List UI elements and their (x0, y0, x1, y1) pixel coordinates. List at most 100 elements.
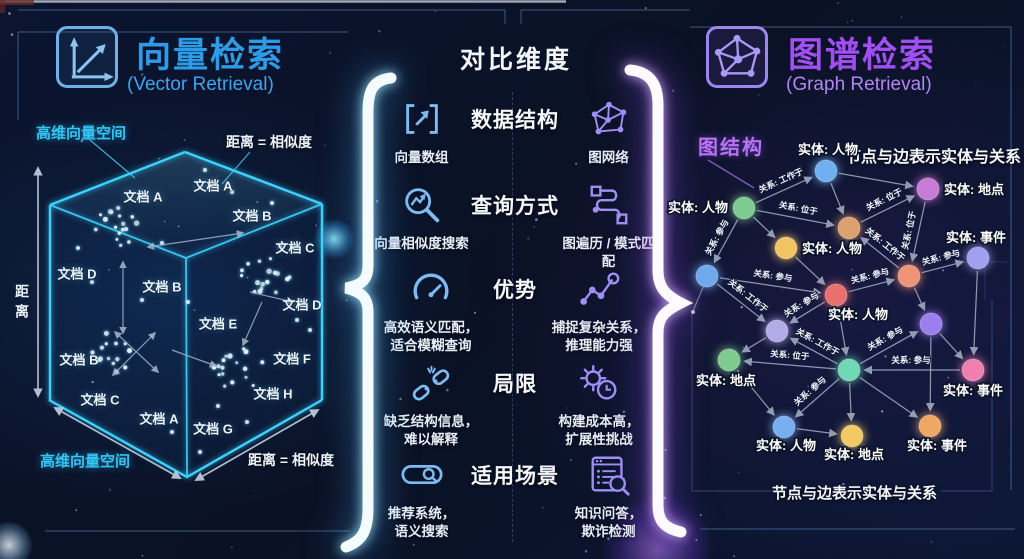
comparison-item-label: 知识问答， 欺诈检测 (574, 506, 643, 539)
graph-node (732, 196, 756, 220)
left-panel-title: 向量检索 (136, 36, 285, 75)
edge-relation-label: 关系: 位于 (778, 200, 819, 217)
graph-edge (796, 428, 838, 438)
graph-edge (859, 330, 919, 365)
broken-chain-icon (408, 360, 454, 406)
graph-network-icon (586, 96, 632, 142)
comparison-item-label: 图网络 (588, 150, 629, 165)
graph-edge (719, 277, 822, 297)
comparison-item-label: 推荐系统， 语义搜索 (387, 506, 456, 539)
comparison-item-label: 捕捉复杂关系， 推理能力强 (551, 320, 647, 353)
graph-edge (752, 216, 776, 239)
graph-caption-bottom: 节点与边表示实体与关系 (772, 485, 938, 502)
comparison-row: 推荐系统， 语义搜索适用场景知识问答， 欺诈检测 (372, 452, 658, 540)
comparison-item-label: 缺乏结构信息， 难以解释 (383, 414, 479, 447)
comparison-row: 向量相似度搜索 查询方式图遍历 / 模式匹配 (372, 182, 658, 270)
graph-node (695, 264, 719, 288)
graph-node (918, 414, 942, 438)
comparison-row: 高效语义匹配， 适合模糊查询优势捕捉复杂关系， 推理能力强 (372, 266, 658, 354)
graph-edge (716, 283, 766, 323)
graph-node (961, 358, 985, 382)
axes-arrows-icon (69, 37, 114, 82)
graph-node (814, 159, 838, 183)
graph-edge (795, 256, 826, 286)
dimension-label: 数据结构 (471, 109, 559, 132)
edge-relation-label: 关系: 参与 (782, 290, 821, 319)
comparison-item-label: 向量相似度搜索 (374, 236, 469, 251)
right-panel-subtitle: (Graph Retrieval) (786, 74, 932, 95)
comparison-item-label: 向量数组 (394, 150, 449, 165)
relation-nodes-icon (576, 266, 622, 312)
graph-edge (969, 270, 979, 356)
comparison-item-label: 高效语义匹配， 适合模糊查询 (383, 320, 479, 353)
entity-label: 实体: 事件 (946, 230, 1006, 245)
graph-node (837, 358, 861, 382)
graph-edge (794, 378, 840, 418)
graph-edge (860, 236, 900, 269)
entity-label: 实体: 事件 (907, 438, 967, 453)
comparison-title: 对比维度 (459, 46, 572, 74)
right-panel-title: 图谱检索 (788, 36, 937, 75)
graph-edge (860, 195, 916, 223)
comparison-row: 向量数组 数据结构图网络 (372, 96, 658, 167)
edge-relation-label: 关系: 位于 (864, 186, 904, 213)
graph-edge (743, 357, 837, 370)
comparison-row: 缺乏结构信息， 难以解释局限构建成本高， 扩展性挑战 (372, 360, 658, 448)
graph-edge (846, 382, 856, 422)
graph-node (966, 246, 990, 270)
entity-label: 实体: 人物 (668, 200, 728, 215)
graph-retrieval-icon (706, 26, 768, 88)
graph-edge (741, 337, 767, 353)
dimension-label: 适用场景 (471, 465, 559, 488)
entity-label: 实体: 人物 (798, 142, 858, 157)
graph-node (897, 264, 921, 288)
graph-edge (713, 219, 739, 264)
entity-label: 实体: 地点 (944, 182, 1004, 197)
vector-array-icon (399, 96, 445, 142)
graph-edge (838, 172, 914, 190)
graph-edge (913, 287, 926, 312)
graph-edge (925, 336, 935, 412)
graph-edge (848, 277, 896, 293)
graph-node (774, 236, 798, 260)
comparison-item-label: 图遍历 / 模式匹配 (562, 236, 655, 269)
graph-edge (909, 201, 926, 263)
edge-relation-label: 关系: 位于 (900, 210, 918, 251)
graph-edge (755, 176, 813, 204)
distance-label-top: 距离 = 相似度 (226, 134, 312, 150)
graph-node (824, 283, 848, 307)
edge-relation-label: 关系: 参与 (753, 268, 793, 284)
entity-label: 实体: 地点 (696, 373, 756, 388)
graph-node (765, 319, 789, 343)
similarity-search-icon (399, 182, 445, 228)
entity-label: 实体: 事件 (943, 383, 1003, 398)
dimension-label: 查询方式 (471, 195, 559, 218)
graph-edge (837, 307, 850, 356)
doc-search-icon (586, 452, 632, 498)
graph-edge (756, 209, 836, 228)
dimension-label: 局限 (493, 373, 537, 396)
edge-relation-label: 关系: 工作于 (757, 166, 805, 195)
graph-node (916, 177, 940, 201)
graph-node (919, 312, 943, 336)
graph-edge (939, 333, 964, 360)
edge-relation-label: 关系: 参与 (703, 218, 731, 257)
distance-axis-label: 距离 (14, 284, 30, 324)
gear-clock-icon (576, 360, 622, 406)
search-pill-icon (399, 452, 445, 498)
comparison-rows: 向量数组数据结构图网络向量相似度搜索查询方式图遍历 / 模式匹配高效语义匹配， … (372, 0, 658, 559)
edge-relation-label: 关系: 参与 (891, 355, 930, 365)
entity-label: 实体: 地点 (824, 447, 884, 462)
edge-relation-label: 关系: 参与 (792, 374, 828, 407)
center-divider (512, 92, 513, 542)
dimension-label: 优势 (493, 279, 537, 302)
graph-edge (736, 369, 775, 416)
edge-relation-label: 关系: 位于 (770, 348, 810, 361)
gauge-icon (408, 266, 454, 312)
graph-node (772, 415, 796, 439)
graph-node (837, 216, 861, 240)
vector-space-cube (33, 139, 324, 481)
